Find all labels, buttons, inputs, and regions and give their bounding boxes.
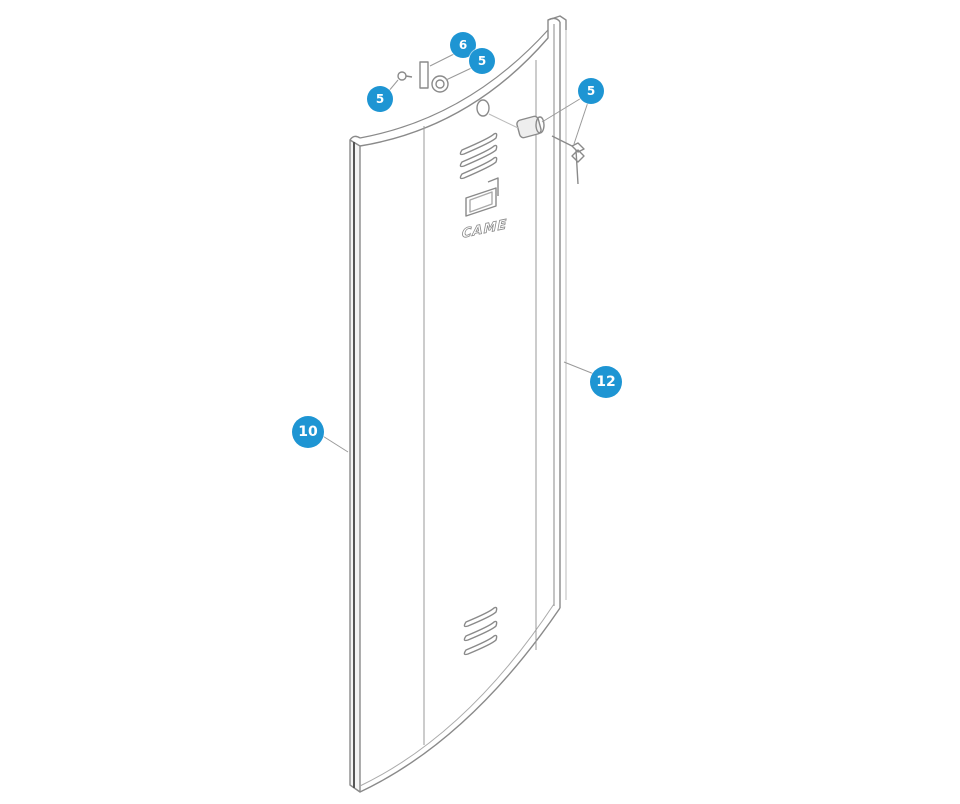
callout-badge-5-screw: 5: [367, 86, 393, 112]
top-vent-slots: [459, 132, 498, 180]
came-logo: [465, 177, 499, 217]
callout-badge-10: 10: [292, 416, 324, 448]
cover-panel: [359, 15, 567, 793]
lock-parts: [397, 61, 585, 185]
side-edge-profile: [349, 135, 361, 793]
bottom-vent-slots: [463, 606, 498, 656]
callout-badge-12: 12: [590, 366, 622, 398]
callout-badge-5-washer: 5: [469, 48, 495, 74]
callout-badge-5-lock: 5: [578, 78, 604, 104]
lock-hole: [476, 99, 490, 117]
